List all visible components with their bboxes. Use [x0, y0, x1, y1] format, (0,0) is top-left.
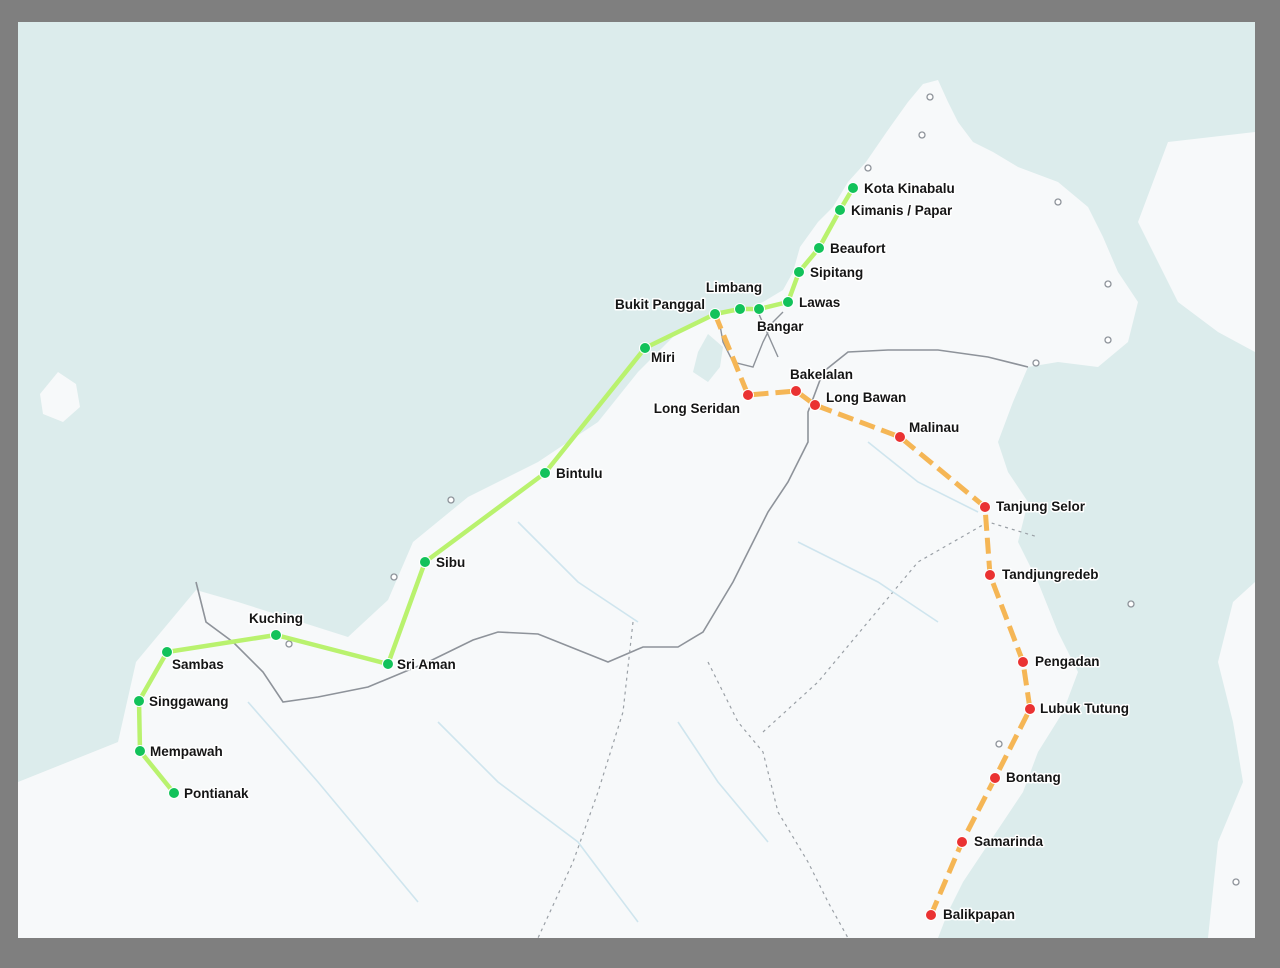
sulawesi-coast — [1208, 582, 1255, 938]
red-dot-icon[interactable] — [894, 431, 906, 443]
station-label: Sipitang — [810, 265, 863, 280]
station-pengadan[interactable]: Pengadan — [1017, 653, 1101, 671]
station-balikpapan[interactable]: Balikpapan — [925, 906, 1017, 924]
green-dot-icon[interactable] — [834, 204, 846, 216]
green-dot-icon[interactable] — [639, 342, 651, 354]
station-label: Lawas — [799, 295, 840, 310]
station-label: Sri Aman — [397, 657, 456, 672]
green-dot-icon[interactable] — [753, 303, 765, 315]
red-dot-icon[interactable] — [989, 772, 1001, 784]
station-bukit-panggal[interactable]: Bukit Panggal — [613, 296, 721, 320]
station-label: Kuching — [249, 611, 303, 626]
station-long-seridan[interactable]: Long Seridan — [652, 389, 754, 418]
station-long-bawan[interactable]: Long Bawan — [809, 389, 908, 411]
island-west — [40, 372, 80, 422]
station-label: Sibu — [436, 555, 465, 570]
station-kota-kinabalu[interactable]: Kota Kinabalu — [847, 180, 956, 198]
green-dot-icon[interactable] — [782, 296, 794, 308]
sulu-islands — [1138, 132, 1255, 352]
rivers — [247, 441, 979, 923]
station-label: Pengadan — [1035, 654, 1100, 669]
station-sibu[interactable]: Sibu — [419, 554, 467, 572]
station-bintulu[interactable]: Bintulu — [539, 465, 604, 483]
station-label: Balikpapan — [943, 907, 1015, 922]
station-label: Tanjung Selor — [996, 499, 1086, 514]
station-singgawang[interactable]: Singgawang — [133, 693, 230, 711]
green-dot-icon[interactable] — [382, 658, 394, 670]
station-label: Bontang — [1006, 770, 1061, 785]
station-label: Mempawah — [150, 744, 223, 759]
station-label: Malinau — [909, 420, 959, 435]
station-tanjung-selor[interactable]: Tanjung Selor — [979, 498, 1087, 516]
station-label: Singgawang — [149, 694, 229, 709]
green-dot-icon[interactable] — [847, 182, 859, 194]
red-dot-icon[interactable] — [956, 836, 968, 848]
red-dot-icon[interactable] — [809, 399, 821, 411]
red-dot-icon[interactable] — [790, 385, 802, 397]
station-pontianak[interactable]: Pontianak — [168, 785, 251, 803]
station-label: Long Bawan — [826, 390, 906, 405]
station-samarinda[interactable]: Samarinda — [956, 833, 1045, 851]
station-sri-aman[interactable]: Sri Aman — [382, 656, 457, 674]
station-label: Kota Kinabalu — [864, 181, 955, 196]
station-label: Long Seridan — [654, 401, 740, 416]
green-dot-icon[interactable] — [709, 308, 721, 320]
station-label: Bukit Panggal — [615, 297, 705, 312]
red-dot-icon[interactable] — [925, 909, 937, 921]
minor-town-markers — [285, 93, 1240, 886]
station-bontang[interactable]: Bontang — [989, 769, 1062, 787]
green-dot-icon[interactable] — [813, 242, 825, 254]
station-label: Lubuk Tutung — [1040, 701, 1129, 716]
station-lubuk-tutung[interactable]: Lubuk Tutung — [1024, 700, 1130, 718]
green-dot-icon[interactable] — [419, 556, 431, 568]
station-label: Bakelalan — [790, 367, 853, 382]
planned-rail-line — [712, 313, 1033, 916]
station-tandjungredeb[interactable]: Tandjungredeb — [984, 566, 1100, 584]
red-dot-icon[interactable] — [742, 389, 754, 401]
red-dot-icon[interactable] — [1024, 703, 1036, 715]
red-dot-icon[interactable] — [979, 501, 991, 513]
station-beaufort[interactable]: Beaufort — [813, 240, 888, 258]
station-label: Pontianak — [184, 786, 249, 801]
station-limbang[interactable]: Limbang — [704, 279, 764, 315]
station-label: Miri — [651, 350, 675, 365]
green-dot-icon[interactable] — [734, 303, 746, 315]
station-label: Tandjungredeb — [1002, 567, 1099, 582]
station-sipitang[interactable]: Sipitang — [793, 264, 865, 282]
green-dot-icon[interactable] — [270, 629, 282, 641]
station-miri[interactable]: Miri — [639, 342, 677, 367]
station-label: Bintulu — [556, 466, 603, 481]
green-dot-icon[interactable] — [793, 266, 805, 278]
station-label: Sambas — [172, 657, 224, 672]
station-sambas[interactable]: Sambas — [161, 646, 225, 674]
station-label: Beaufort — [830, 241, 886, 256]
station-label: Kimanis / Papar — [851, 203, 953, 218]
station-kimanis-papar[interactable]: Kimanis / Papar — [834, 202, 955, 220]
country-border-solid — [195, 349, 1029, 703]
green-dot-icon[interactable] — [168, 787, 180, 799]
green-dot-icon[interactable] — [161, 646, 173, 658]
brunei-bay — [693, 334, 723, 382]
green-dot-icon[interactable] — [539, 467, 551, 479]
station-malinau[interactable]: Malinau — [894, 419, 961, 443]
station-bangar[interactable]: Bangar — [753, 303, 806, 336]
green-dot-icon[interactable] — [133, 695, 145, 707]
station-lawas[interactable]: Lawas — [782, 294, 842, 312]
red-dot-icon[interactable] — [1017, 656, 1029, 668]
brunei-border — [717, 311, 784, 368]
station-kuching[interactable]: Kuching — [248, 610, 305, 641]
station-label: Bangar — [757, 319, 804, 334]
station-label: Limbang — [706, 280, 762, 295]
station-mempawah[interactable]: Mempawah — [134, 743, 224, 761]
station-label: Samarinda — [974, 834, 1044, 849]
green-dot-icon[interactable] — [134, 745, 146, 757]
red-dot-icon[interactable] — [984, 569, 996, 581]
borneo-landmass — [18, 80, 1138, 938]
station-bakelalan[interactable]: Bakelalan — [789, 366, 855, 397]
